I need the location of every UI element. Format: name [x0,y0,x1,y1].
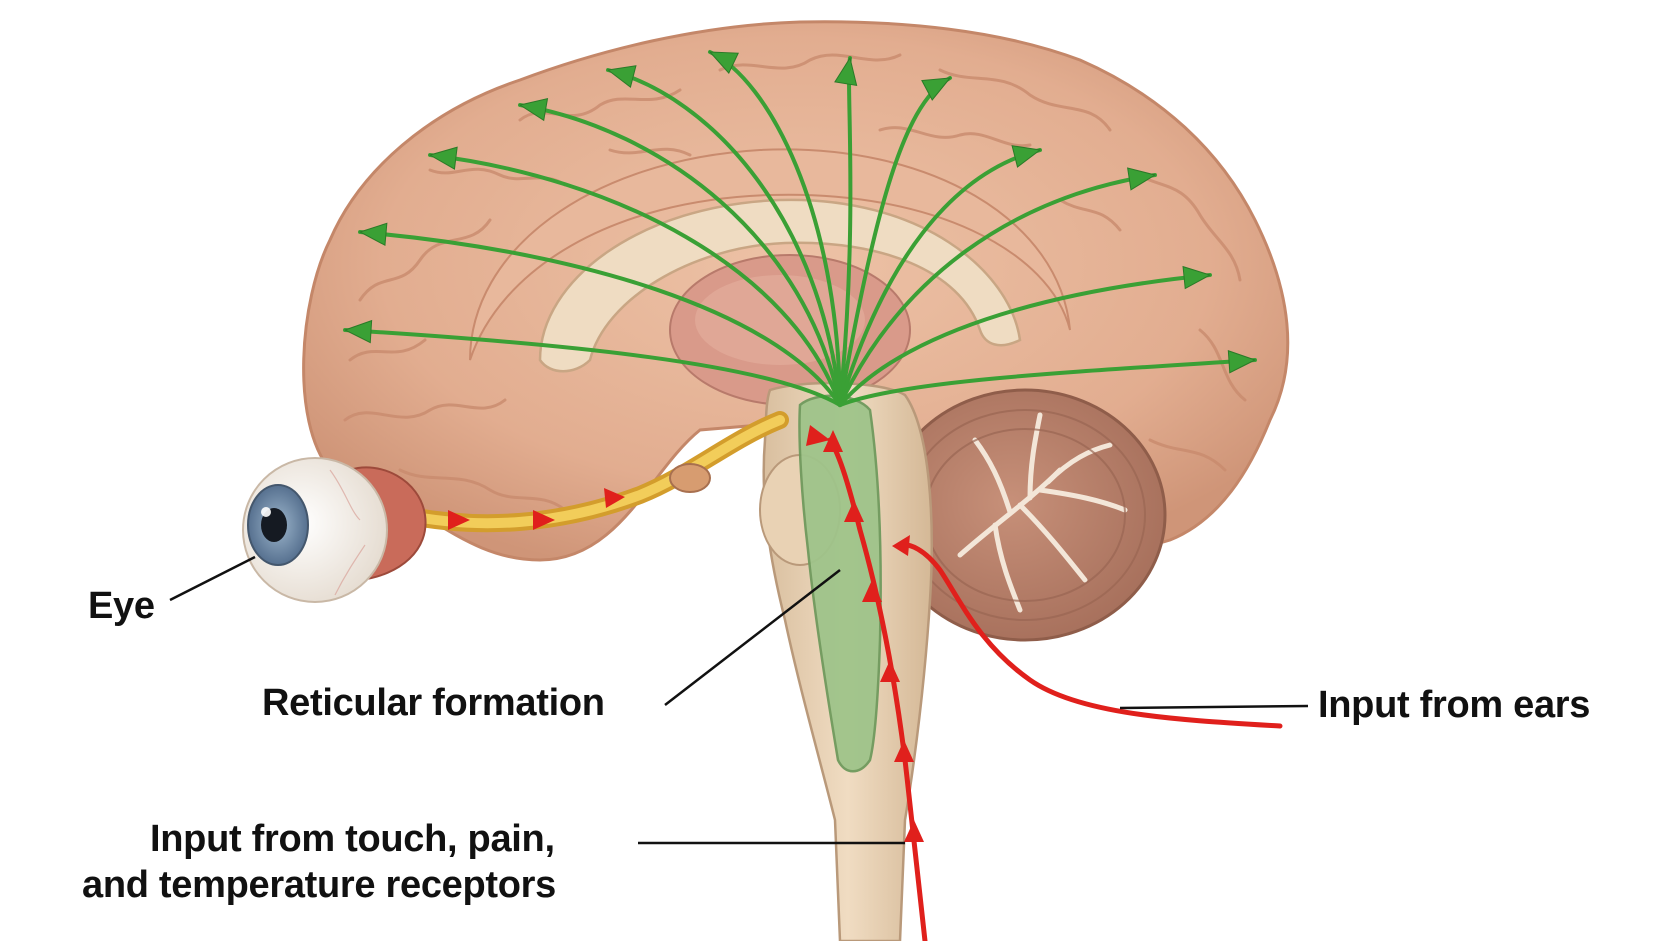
arbor-vitae [957,412,1128,613]
cingulate-gyrus [469,148,1071,361]
optic-nerve-core [400,415,785,529]
ascending-pathway-line [343,328,842,407]
reticular-formation-label: Reticular formation [262,682,605,724]
input-from-ears-label: Input from ears [1318,684,1591,726]
optic-input-arrows [448,425,830,530]
arrow-icon [894,740,914,762]
ascending-pathway-line [606,68,842,407]
arrow-up-icon [606,65,637,88]
ascending-pathway-line [358,230,842,407]
spinal-input-arrows [823,430,924,842]
arrow-icon [806,425,830,446]
ear-input-arrow-icon [892,535,910,556]
ascending-pathway-line [838,358,1257,407]
eye-glint [261,507,271,517]
arrow-icon [604,488,625,508]
ascending-pathway-line [838,273,1212,407]
cerebellum [883,388,1167,642]
eye-icon [242,457,427,603]
touch-input-label: Input from touch, pain, and temperature … [82,816,556,909]
optic-chiasm [669,463,711,493]
arrow-up-icon [358,222,388,246]
arrow-icon [862,580,882,602]
ascending-pathway-line [838,148,1042,407]
eye-leader-line [169,555,256,602]
arrow-icon [533,510,555,530]
arrow-icon [904,820,924,842]
brainstem [759,381,933,941]
arrow-icon [844,500,864,522]
reticular-leader-line [664,569,841,706]
ascending-pathway-line [708,50,842,407]
arrow-icon [448,510,470,530]
arrow-up-icon [921,77,952,101]
ascending-pathway-line [838,173,1157,407]
ears-leader-line [1119,704,1309,710]
arrow-up-icon [518,97,549,122]
arrow-up-icon [428,146,458,170]
eye-label: Eye [88,585,155,627]
ear-input-path [897,542,1283,729]
arrow-up-icon [834,56,858,87]
reticular-formation-region [798,394,882,773]
arrow-up-icon [1127,167,1157,191]
arrow-icon [823,430,843,452]
touch-label-line-2: and temperature receptors [82,864,556,907]
arrow-up-icon [1011,145,1042,168]
arrow-icon [880,660,900,682]
leader-lines [169,555,1309,845]
arrow-up-icon [1182,265,1212,290]
input-pathways [448,425,1283,941]
ascending-pathway-line [428,153,842,407]
arrow-up-icon [1227,350,1257,374]
corpus-callosum [538,198,1022,373]
arrow-up-icon [708,51,739,74]
ascending-pathways [343,50,1257,407]
ascending-pathway-line [518,103,842,407]
touch-label-line-1: Input from touch, pain, [150,818,555,860]
arrow-up-icon [343,319,373,344]
